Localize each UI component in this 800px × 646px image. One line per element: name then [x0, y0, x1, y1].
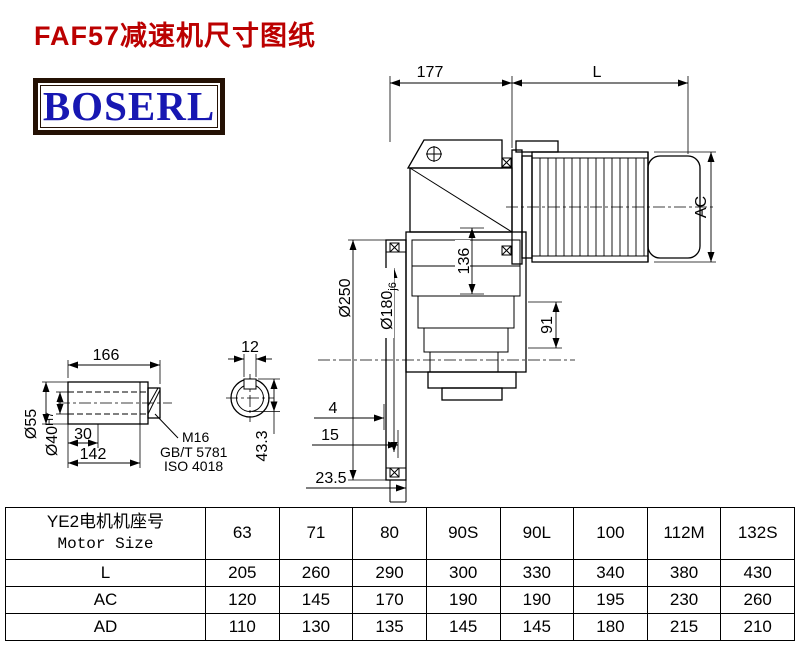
gear-housing	[318, 231, 575, 401]
table-header-row: YE2电机机座号 Motor Size 63 71 80 90S 90L 100…	[5, 507, 795, 560]
dim-30-label: 30	[74, 426, 92, 443]
table-cell: 260	[278, 559, 354, 587]
dim-12-label: 12	[241, 339, 259, 356]
motor-size-value: 63	[205, 507, 280, 560]
table-cell: 290	[352, 559, 427, 587]
standard-iso-label: ISO 4018	[164, 458, 223, 474]
dim-166-label: 166	[93, 347, 120, 364]
dim-L-label: L	[593, 64, 602, 81]
row-label: L	[5, 559, 206, 587]
dim-180-tolerance: j6	[387, 282, 399, 292]
table-row-AD: AD 110 130 135 145 145 180 215 210	[5, 613, 795, 641]
motor-size-value: 80	[352, 507, 427, 560]
page-title: FAF57减速机尺寸图纸	[34, 21, 317, 51]
table-cell: 230	[646, 586, 722, 614]
row-label: AD	[5, 613, 206, 641]
table-cell: 215	[646, 613, 722, 641]
table-cell: 340	[573, 559, 648, 587]
dim-AC-label: AC	[693, 196, 710, 218]
table-cell: 135	[352, 613, 427, 641]
motor-size-header-cell: YE2电机机座号 Motor Size	[5, 507, 206, 560]
dim-40-value: Ø40	[44, 426, 61, 456]
table-cell: 260	[720, 586, 795, 614]
table-cell: 170	[352, 586, 427, 614]
dim-136: 136	[455, 227, 484, 295]
dim-23-5-label: 23.5	[315, 470, 346, 487]
shaft-side-view: 166 Ø55 Ø40H7 30 142 M16 GB/T 5781 ISO 4…	[23, 347, 228, 474]
motor-size-value: 90L	[499, 507, 575, 560]
motor-size-header-en: Motor Size	[57, 535, 154, 554]
table-cell: 195	[573, 586, 648, 614]
dim-15-label: 15	[321, 427, 339, 444]
table-cell: 130	[278, 613, 354, 641]
table-cell: 190	[499, 586, 575, 614]
table-cell: 205	[205, 559, 280, 587]
motor-size-value: 112M	[646, 507, 722, 560]
motor-size-value: 100	[573, 507, 648, 560]
dim-177-label: 177	[417, 64, 444, 81]
dim-91-label: 91	[539, 316, 556, 334]
dim-40-tolerance: H7	[44, 412, 56, 426]
boserl-logo: BOSERL	[33, 78, 225, 135]
main-view: 177 L	[306, 64, 716, 503]
motor-size-value: 132S	[720, 507, 795, 560]
dimension-table: YE2电机机座号 Motor Size 63 71 80 90S 90L 100…	[5, 507, 795, 641]
logo-text: BOSERL	[42, 83, 216, 129]
table-cell: 430	[720, 559, 795, 587]
table-cell: 145	[499, 613, 575, 641]
table-cell: 120	[205, 586, 280, 614]
thread-label: M16	[182, 429, 209, 445]
motor-size-header-cn: YE2电机机座号	[46, 512, 165, 532]
technical-drawing: 177 L	[23, 64, 716, 503]
dim-180-value: Ø180	[379, 291, 396, 330]
dim-142-label: 142	[80, 446, 107, 463]
table-cell: 180	[573, 613, 648, 641]
table-row-AC: AC 120 145 170 190 190 195 230 260	[5, 586, 795, 614]
table-cell: 330	[499, 559, 575, 587]
table-cell: 210	[720, 613, 795, 641]
dim-91: 91	[528, 301, 562, 349]
shaft-end-view: 12 43.3	[226, 339, 280, 462]
table-cell: 110	[205, 613, 280, 641]
motor-size-value: 90S	[425, 507, 501, 560]
table-cell: 190	[425, 586, 501, 614]
dim-43-3-label: 43.3	[254, 430, 271, 461]
dim-40-label: Ø40H7	[44, 412, 61, 456]
dim-180-label: Ø180j6	[379, 282, 399, 330]
dim-250: Ø250	[337, 239, 386, 481]
table-cell: 145	[425, 613, 501, 641]
dim-180: Ø180j6	[377, 268, 399, 452]
motor-size-value: 71	[278, 507, 354, 560]
dim-4-label: 4	[329, 400, 338, 417]
dim-55-label: Ø55	[23, 409, 40, 439]
table-cell: 300	[425, 559, 501, 587]
top-dimensions: 177 L	[389, 64, 689, 154]
dim-136-label: 136	[456, 248, 473, 275]
bottom-dimensions: 4 15 23.5	[306, 400, 407, 500]
standard-gb-label: GB/T 5781	[160, 444, 228, 460]
table-cell: 380	[646, 559, 722, 587]
table-row-L: L 205 260 290 300 330 340 380 430	[5, 559, 795, 587]
gearbox-cover	[406, 139, 559, 233]
motor-body	[506, 151, 716, 263]
row-label: AC	[5, 586, 206, 614]
dim-250-label: Ø250	[337, 278, 354, 317]
dim-AC: AC	[654, 151, 716, 263]
table-cell: 145	[278, 586, 354, 614]
